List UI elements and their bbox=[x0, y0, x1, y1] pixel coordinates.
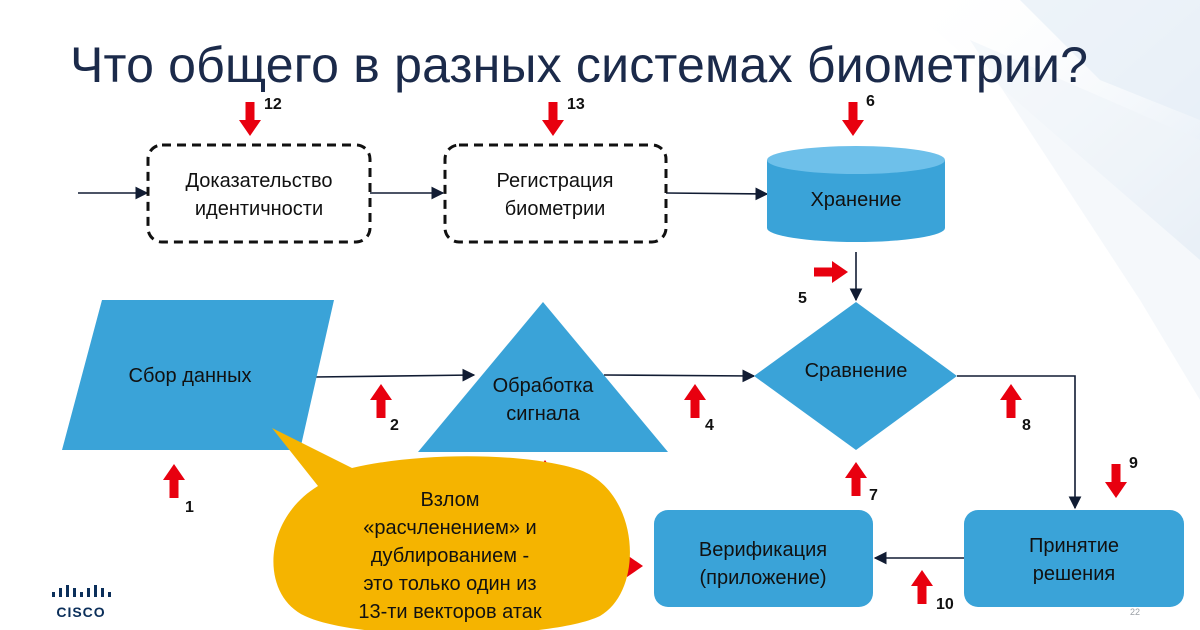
red-arrow-6 bbox=[814, 261, 848, 283]
vector-number-6: 5 bbox=[798, 290, 807, 307]
storage-label: Хранение bbox=[810, 189, 901, 211]
collection-label: Сбор данных bbox=[129, 365, 252, 387]
callout-line-4: это только один из bbox=[363, 573, 536, 595]
vector-number-7: 6 bbox=[866, 93, 875, 110]
vector-number-8: 8 bbox=[1022, 417, 1031, 434]
callout-bubble: Взлом «расчленением» и дублированием - э… bbox=[272, 428, 630, 630]
biometric-registration-box: Регистрация биометрии bbox=[443, 143, 668, 244]
vector-number-12: 12 bbox=[264, 96, 282, 113]
data-collection-shape: Сбор данных bbox=[62, 300, 334, 450]
vector-number-2: 2 bbox=[390, 417, 399, 434]
storage-cylinder: Хранение bbox=[767, 146, 945, 242]
decision-box: Принятие решения bbox=[964, 510, 1184, 607]
verification-label-line2: (приложение) bbox=[699, 567, 826, 589]
callout-line-1: Взлом bbox=[420, 489, 479, 511]
connector-registration-to-storage bbox=[665, 187, 769, 201]
callout-line-2: «расчленением» и bbox=[363, 517, 536, 539]
proof-label-line2: идентичности bbox=[195, 198, 323, 220]
cisco-wordmark: CISCO bbox=[56, 604, 106, 620]
registration-label-line1: Регистрация bbox=[497, 170, 614, 192]
registration-label-line2: биометрии bbox=[505, 198, 606, 220]
vector-number-5: 7 bbox=[869, 487, 878, 504]
processing-label-line2: сигнала bbox=[506, 403, 580, 425]
page-number: 22 bbox=[1129, 607, 1140, 617]
red-arrow-13 bbox=[542, 102, 564, 136]
connectors bbox=[78, 186, 1082, 565]
cisco-logo: CISCO bbox=[50, 584, 112, 620]
verification-box: Верификация (приложение) bbox=[654, 510, 873, 607]
comparison-diamond: Сравнение bbox=[754, 302, 957, 450]
red-arrow-10 bbox=[911, 570, 933, 604]
red-arrow-9 bbox=[1105, 464, 1127, 498]
connector-collection-to-processing bbox=[313, 368, 476, 382]
comparison-label: Сравнение bbox=[805, 360, 908, 382]
vector-number-1: 1 bbox=[185, 499, 194, 516]
red-arrow-1 bbox=[163, 464, 185, 498]
callout-line-5: 13-ти векторов атак bbox=[358, 601, 542, 623]
page-title: Что общего в разных системах биометрии? bbox=[70, 37, 1089, 93]
red-arrow-4 bbox=[684, 384, 706, 418]
verification-label-line1: Верификация bbox=[699, 539, 827, 561]
red-arrow-7 bbox=[842, 102, 864, 136]
decision-label-line1: Принятие bbox=[1029, 535, 1119, 557]
cisco-bars-icon bbox=[52, 585, 111, 597]
proof-of-identity-box: Доказательство идентичности bbox=[146, 143, 372, 244]
vector-number-4: 4 bbox=[705, 417, 714, 434]
red-arrow-8 bbox=[1000, 384, 1022, 418]
decision-label-line2: решения bbox=[1033, 563, 1115, 585]
red-arrow-12 bbox=[239, 102, 261, 136]
red-arrow-5 bbox=[845, 462, 867, 496]
signal-processing-triangle: Обработка сигнала bbox=[418, 302, 668, 452]
red-arrow-2 bbox=[370, 384, 392, 418]
attack-vector-numbers: 12 13 6 5 1 2 4 8 7 9 10 bbox=[185, 93, 1138, 613]
connector-processing-to-comparison bbox=[603, 369, 756, 383]
vector-number-10: 10 bbox=[936, 596, 954, 613]
proof-label-line1: Доказательство bbox=[185, 170, 332, 192]
processing-label-line1: Обработка bbox=[493, 375, 595, 397]
vector-number-13: 13 bbox=[567, 96, 585, 113]
connector-comparison-to-decision bbox=[957, 375, 1082, 510]
vector-number-9: 9 bbox=[1129, 455, 1138, 472]
callout-line-3: дублированием - bbox=[371, 545, 529, 567]
